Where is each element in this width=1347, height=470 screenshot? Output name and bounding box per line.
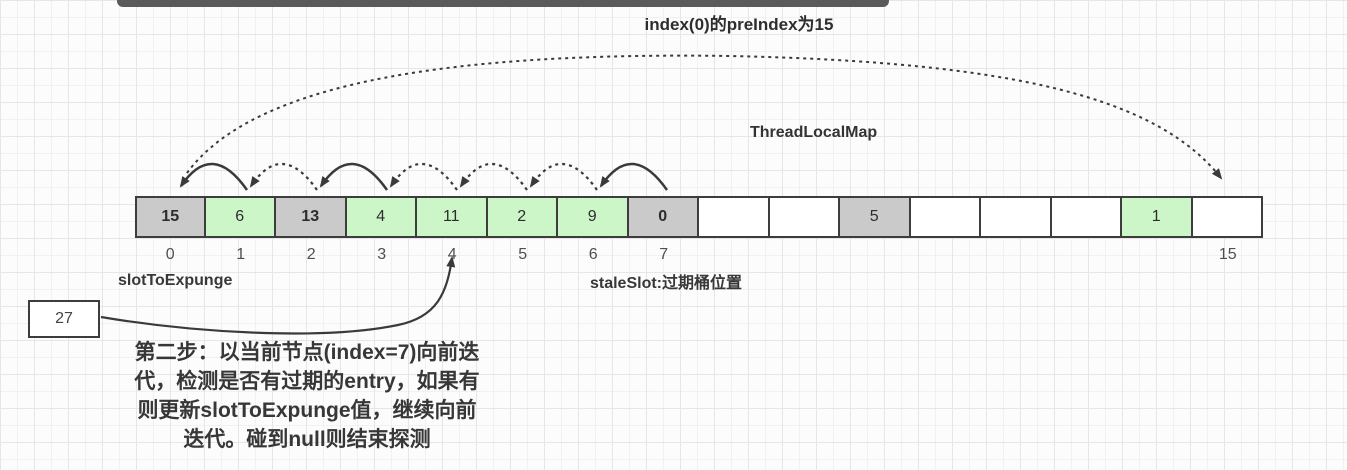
bucket-cell: 4 — [344, 196, 417, 238]
bucket-index-label: 15 — [1218, 246, 1237, 263]
wrap-arc-0-to-15 — [186, 54, 1223, 180]
bucket-cell — [697, 196, 770, 238]
hop-arc-3-to-2 — [319, 162, 389, 191]
bucket-cell: 9 — [556, 196, 629, 238]
bucket-column — [767, 196, 840, 264]
hop-arc-2-to-1 — [249, 162, 318, 191]
diagram-title: index(0)的preIndex为15 — [644, 15, 834, 34]
bucket-column — [697, 196, 770, 264]
bucket-column: 2 5 — [485, 196, 558, 264]
pointer-value-box: 27 — [28, 300, 100, 338]
hop-arc-4-to-3 — [389, 162, 458, 191]
bucket-column — [1049, 196, 1122, 264]
hop-arc-1-to-0 — [179, 162, 249, 191]
threadlocalmap-label: ThreadLocalMap — [750, 124, 878, 141]
bucket-cell: 6 — [203, 196, 276, 238]
note-line: 代，检测是否有过期的entry，如果有 — [134, 370, 480, 393]
bucket-column: 1 — [1120, 196, 1193, 264]
bucket-column: 9 6 — [556, 196, 629, 264]
bucket-column: 0 7 — [626, 196, 699, 264]
bucket-cell: 13 — [274, 196, 347, 238]
pointer-value: 27 — [55, 310, 73, 327]
bucket-column: 4 3 — [344, 196, 417, 264]
bucket-cell — [767, 196, 840, 238]
bucket-column: 6 1 — [203, 196, 276, 264]
bucket-cell: 15 — [135, 196, 206, 238]
bucket-cell — [979, 196, 1052, 238]
bucket-index-label: 2 — [306, 246, 316, 263]
bucket-cell — [908, 196, 981, 238]
bucket-index-label: 1 — [236, 246, 246, 263]
bucket-cell: 2 — [485, 196, 558, 238]
bucket-cell — [1049, 196, 1122, 238]
bucket-column: 11 4 — [415, 196, 488, 264]
bucket-column: 15 — [1190, 196, 1263, 264]
hop-arc-6-to-5 — [529, 162, 598, 191]
bucket-column: 15 0 — [135, 196, 206, 264]
stale-slot-label: staleSlot:过期桶位置 — [589, 275, 743, 292]
hop-arc-7-to-6 — [599, 162, 669, 191]
bucket-column: 5 — [838, 196, 911, 264]
bucket-column — [908, 196, 981, 264]
note-line: 迭代。碰到null则结束探测 — [183, 428, 431, 451]
bucket-cell: 11 — [415, 196, 488, 238]
bucket-cell — [1190, 196, 1263, 238]
hop-arc-5-to-4 — [459, 162, 528, 191]
note-line: 则更新slotToExpunge值，继续向前 — [137, 399, 477, 422]
bucket-index-label: 6 — [588, 246, 598, 263]
bucket-column — [979, 196, 1052, 264]
bucket-index-label: 4 — [447, 246, 457, 263]
bucket-index-label: 5 — [518, 246, 528, 263]
bucket-index-label: 3 — [377, 246, 387, 263]
bucket-cell: 1 — [1120, 196, 1193, 238]
slot-to-expunge-label: slotToExpunge — [118, 272, 233, 289]
bucket-index-label: 7 — [659, 246, 669, 263]
step-note-text: 第二步：以当前节点(index=7)向前迭 代，检测是否有过期的entry，如果… — [117, 338, 497, 454]
bucket-cell: 5 — [838, 196, 911, 238]
note-line: 第二步：以当前节点(index=7)向前迭 — [134, 341, 480, 364]
bucket-index-label: 0 — [165, 246, 175, 263]
top-toolbar-bar — [117, 0, 889, 7]
bucket-array: 15 0 6 1 13 2 4 3 11 4 2 5 9 6 0 7 5 — [135, 196, 1263, 264]
backward-scan-arcs — [179, 162, 669, 191]
bucket-column: 13 2 — [274, 196, 347, 264]
bucket-cell: 0 — [626, 196, 699, 238]
pointer-arrow-to-cell4 — [100, 256, 456, 335]
